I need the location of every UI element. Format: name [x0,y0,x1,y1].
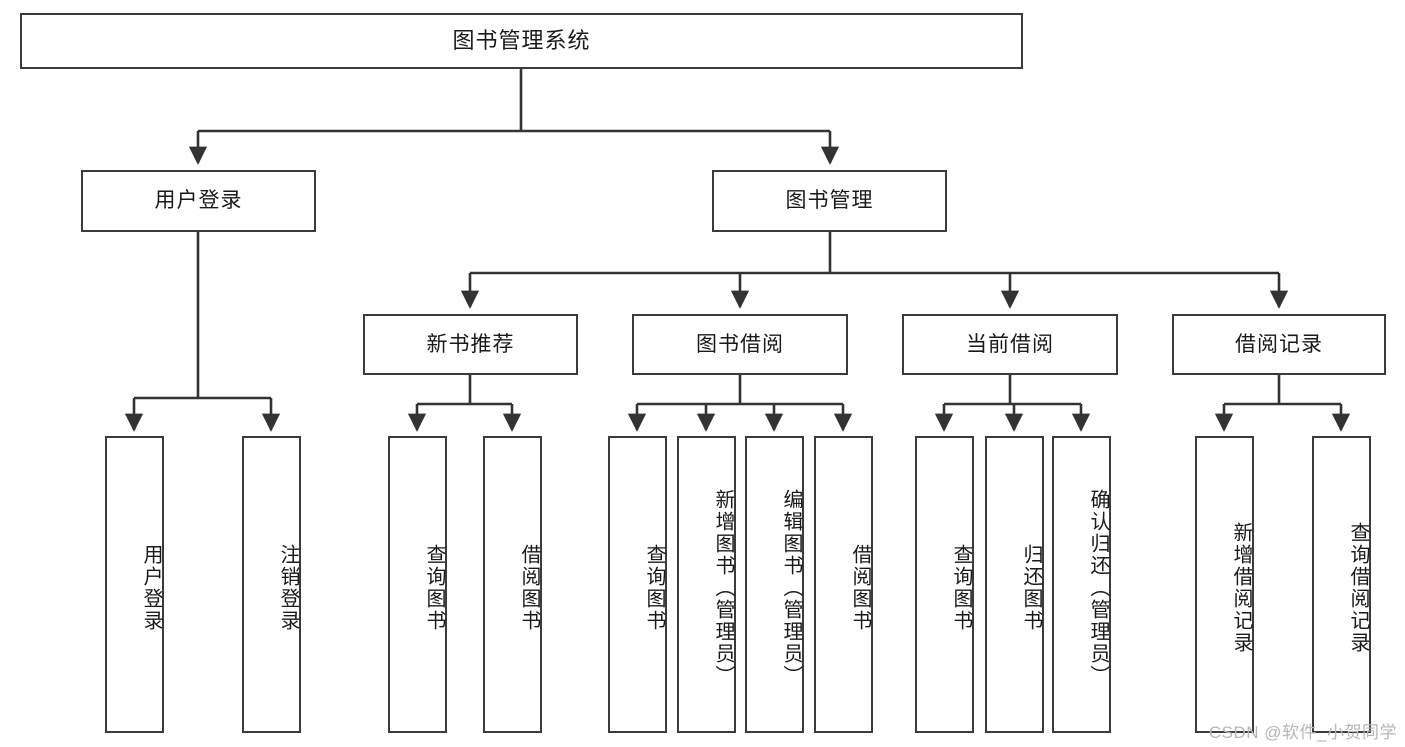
node-root-label: 图书管理系统 [452,27,591,53]
node-book-borrow[interactable]: 图书借阅 [632,314,848,375]
node-label: 用户登录 [154,189,243,213]
leaf-label: 借阅图书 [849,543,871,632]
leaf-borrow-book[interactable]: 借阅图书 [814,436,873,733]
leaf-add-borrow-record[interactable]: 新增借阅记录 [1195,436,1254,733]
leaf-label: 归还图书 [1020,543,1042,632]
leaf-confirm-return-admin[interactable]: 确认归还（管理员） [1052,436,1111,733]
leaf-label: 编辑图书（管理员） [780,488,802,687]
leaf-add-book-admin[interactable]: 新增图书（管理员） [677,436,736,733]
node-root[interactable]: 图书管理系统 [20,13,1023,69]
leaf-query-borrow-record[interactable]: 查询借阅记录 [1312,436,1371,733]
leaf-return-book[interactable]: 归还图书 [985,436,1044,733]
leaf-borrow-book-recommend[interactable]: 借阅图书 [483,436,542,733]
node-label: 当前借阅 [966,332,1054,356]
node-label: 图书借阅 [696,332,784,356]
leaf-label: 确认归还（管理员） [1087,488,1109,687]
leaf-label: 查询图书 [643,543,665,632]
leaf-query-book-borrow[interactable]: 查询图书 [608,436,667,733]
leaf-edit-book-admin[interactable]: 编辑图书（管理员） [745,436,804,733]
leaf-label: 新增借阅记录 [1230,521,1252,654]
leaf-label: 查询图书 [423,543,445,632]
node-label: 图书管理 [785,189,874,213]
node-borrow-record[interactable]: 借阅记录 [1172,314,1386,375]
leaf-logout[interactable]: 注销登录 [242,436,301,733]
leaf-label: 查询借阅记录 [1347,521,1369,654]
leaf-label: 用户登录 [140,543,162,632]
leaf-user-login[interactable]: 用户登录 [105,436,164,733]
leaf-label: 借阅图书 [518,543,540,632]
node-new-book-recommend[interactable]: 新书推荐 [363,314,578,375]
node-label: 新书推荐 [426,332,515,356]
leaf-query-book-recommend[interactable]: 查询图书 [388,436,447,733]
node-current-borrow[interactable]: 当前借阅 [902,314,1118,375]
leaf-label: 新增图书（管理员） [712,488,734,687]
leaf-label: 查询图书 [950,543,972,632]
leaf-label: 注销登录 [277,543,299,632]
watermark-text: CSDN @软件_小贺同学 [1208,723,1397,742]
node-user-login[interactable]: 用户登录 [81,170,316,232]
leaf-query-book-current[interactable]: 查询图书 [915,436,974,733]
node-label: 借阅记录 [1235,332,1323,356]
node-book-management[interactable]: 图书管理 [712,170,947,232]
